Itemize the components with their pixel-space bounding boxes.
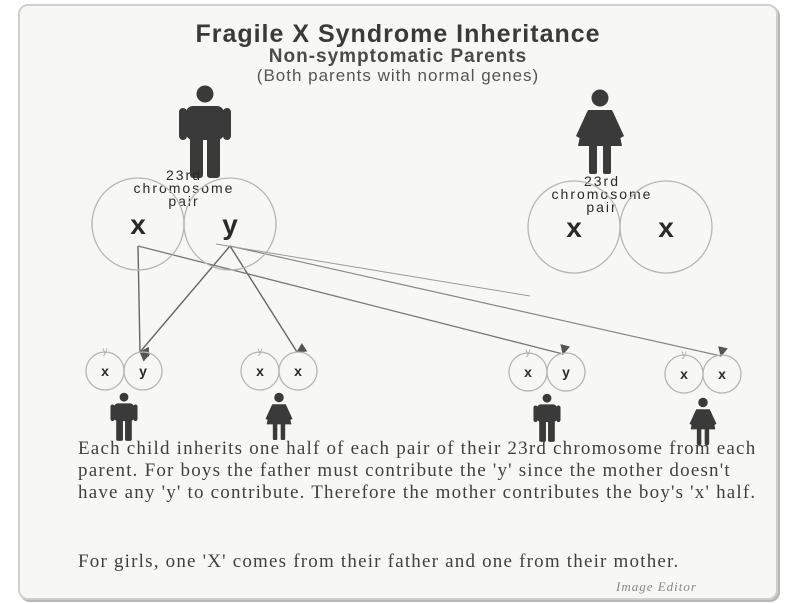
- chromosome-label: y: [562, 364, 570, 380]
- chromosome-label: y: [139, 363, 147, 379]
- line-faint: [215, 243, 531, 297]
- chromosome-label: x: [658, 212, 674, 243]
- faint-marker: y: [103, 346, 108, 357]
- chromosome-label: x: [130, 209, 146, 240]
- child-3-male-icon: [533, 393, 561, 442]
- mother-icon: [576, 89, 624, 174]
- parent-label-line: pair: [168, 193, 199, 209]
- chromosome-circle: [619, 180, 713, 274]
- faint-marker: y: [526, 347, 531, 358]
- chromosome-circle: [183, 177, 277, 271]
- signature: Image Editor: [616, 579, 697, 594]
- father-icon: [179, 85, 231, 178]
- line-father-y-to-child-2: [229, 245, 308, 353]
- child-2-female-icon: [265, 392, 293, 441]
- diagram-title: Fragile X Syndrome Inheritance: [195, 20, 601, 48]
- child-1-male-icon: [110, 392, 138, 441]
- chromosome-label: x: [566, 212, 582, 243]
- line-father-x-to-child-3: [137, 245, 571, 355]
- line-father-y-to-child-1: [139, 245, 231, 362]
- explanation-paragraph-1: Each child inherits one half of each pai…: [78, 438, 757, 503]
- parent-label-line: pair: [586, 199, 617, 215]
- diagram-subtitle: Non-symptomatic Parents: [268, 46, 528, 67]
- chromosome-circle: [702, 354, 742, 394]
- parent-label-line: chromosome: [552, 186, 653, 202]
- chromosome-label: x: [524, 364, 532, 380]
- parent-label-line: 23rd: [166, 167, 202, 183]
- chromosome-label: x: [256, 363, 264, 379]
- diagram-card: Fragile X Syndrome Inheritance Non-sympt…: [18, 4, 778, 600]
- line-father-x-to-child-1: [137, 245, 150, 357]
- inheritance-lines: [137, 243, 728, 362]
- chromosome-circle: [546, 352, 586, 392]
- child-4-female-icon: [689, 397, 717, 446]
- chromosome-label: x: [101, 363, 109, 379]
- explanation-paragraph-2: For girls, one 'X' comes from their fath…: [78, 551, 680, 572]
- faint-marker: y: [258, 346, 263, 357]
- chromosome-label: x: [294, 363, 302, 379]
- chromosome-circle: [123, 351, 163, 391]
- diagram-note: (Both parents with normal genes): [256, 66, 540, 85]
- chromosome-label: x: [718, 366, 726, 382]
- chromosome-circle: [278, 351, 318, 391]
- chromosome-label: x: [680, 366, 688, 382]
- line-father-y-to-child-4: [229, 245, 728, 357]
- faint-marker: y: [682, 349, 687, 360]
- chromosome-label: y: [222, 209, 238, 240]
